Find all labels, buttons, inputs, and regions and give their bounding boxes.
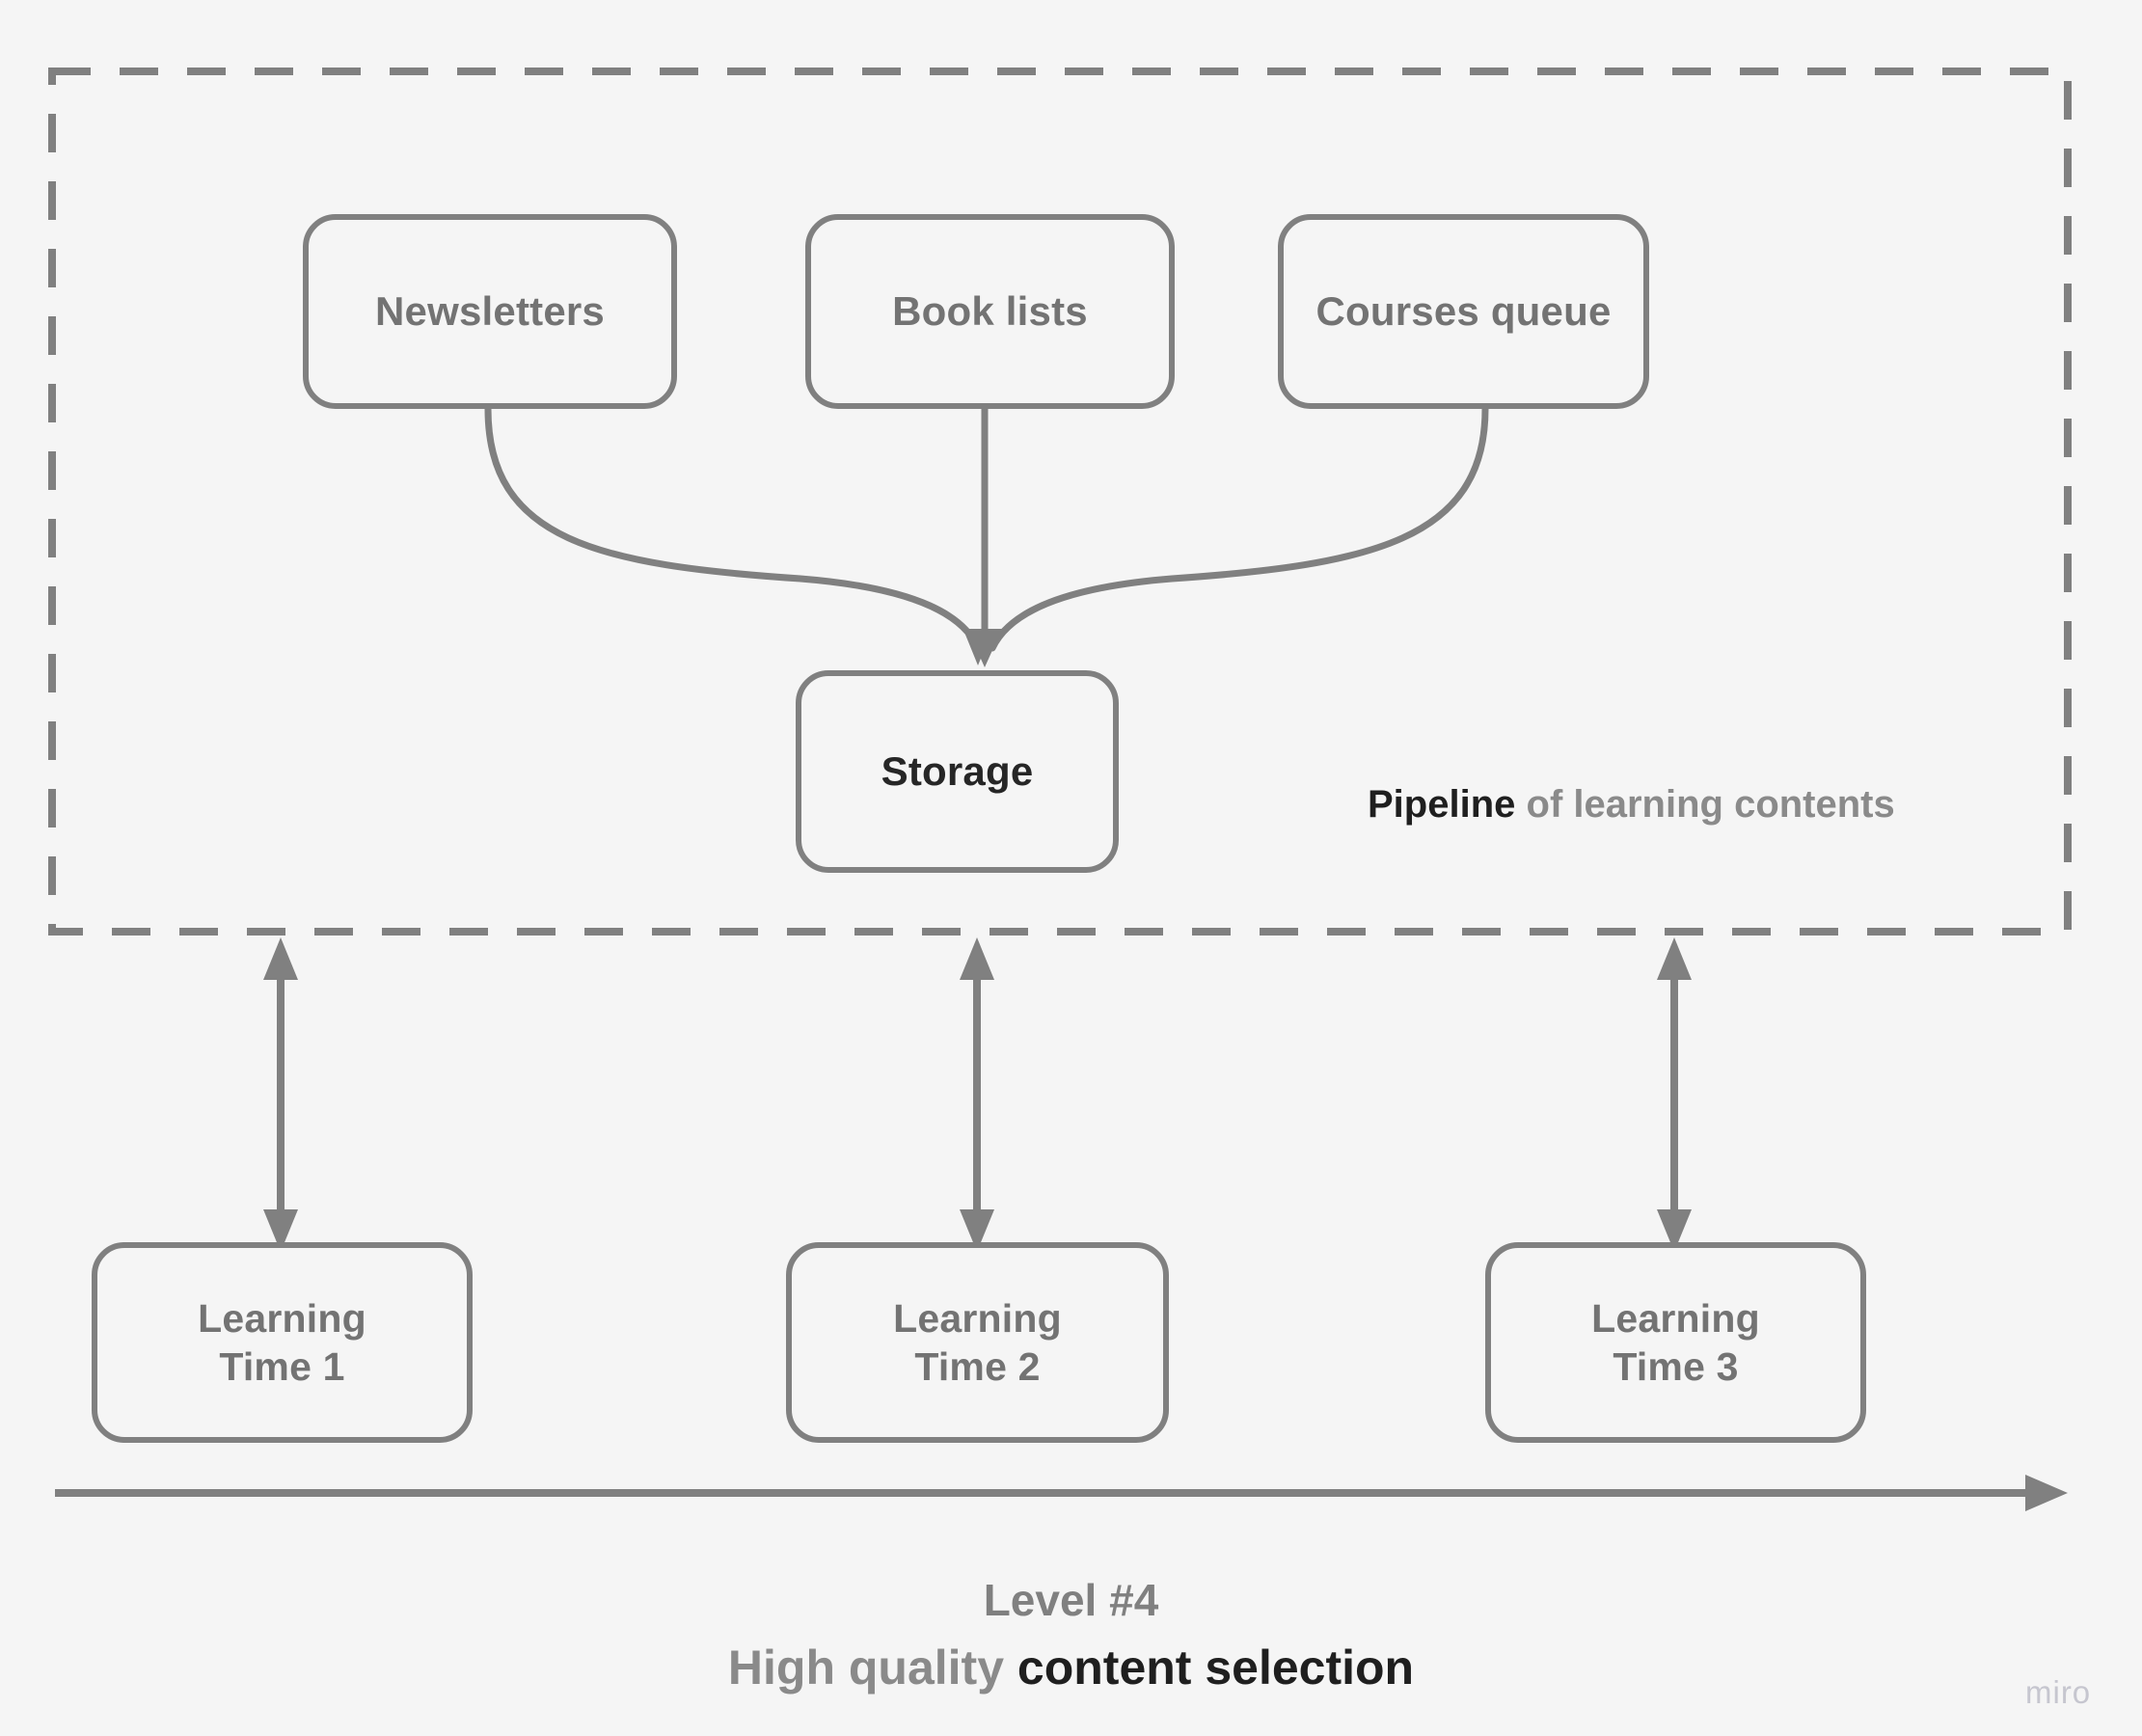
edge-coursesqueue-to-storage bbox=[989, 405, 1489, 652]
pipeline-caption-rest: of learning contents bbox=[1515, 783, 1895, 826]
footer-level-label: Level #4 bbox=[983, 1575, 1159, 1625]
node-book-lists[interactable]: Book lists bbox=[805, 214, 1175, 409]
pipeline-dashed-boundary bbox=[48, 68, 2072, 936]
node-learning-time-1[interactable]: Learning Time 1 bbox=[92, 1242, 473, 1443]
footer-subtitle: High quality content selection bbox=[0, 1637, 2142, 1699]
pipeline-caption: Pipeline of learning contents bbox=[1368, 783, 1895, 827]
node-learning-time-3[interactable]: Learning Time 3 bbox=[1485, 1242, 1866, 1443]
node-courses-queue[interactable]: Courses queue bbox=[1278, 214, 1649, 409]
double-arrow-learning-time-2 bbox=[960, 937, 994, 1252]
node-newsletters[interactable]: Newsletters bbox=[303, 214, 677, 409]
miro-watermark: miro bbox=[2025, 1674, 2092, 1710]
node-storage[interactable]: Storage bbox=[796, 670, 1119, 873]
node-newsletters-label: Newsletters bbox=[375, 287, 605, 334]
edge-booklists-arrowhead bbox=[967, 629, 1002, 667]
footer-caption: Level #4 High quality content selection bbox=[0, 1572, 2142, 1699]
pipeline-caption-strong: Pipeline bbox=[1368, 783, 1516, 826]
node-courses-queue-label: Courses queue bbox=[1315, 287, 1612, 334]
footer-subtitle-dark: content selection bbox=[1017, 1640, 1415, 1695]
edge-newsletters-to-storage bbox=[484, 405, 982, 652]
footer-subtitle-gray: High quality bbox=[727, 1640, 1017, 1695]
node-learning-time-3-label: Learning Time 3 bbox=[1591, 1295, 1760, 1389]
node-learning-time-1-label: Learning Time 1 bbox=[198, 1295, 366, 1389]
timeline-axis-arrow bbox=[55, 1475, 2068, 1511]
node-storage-label: Storage bbox=[881, 747, 1034, 794]
node-learning-time-2-label: Learning Time 2 bbox=[893, 1295, 1062, 1389]
node-book-lists-label: Book lists bbox=[892, 287, 1088, 334]
double-arrow-learning-time-1 bbox=[263, 937, 298, 1252]
double-arrow-learning-time-3 bbox=[1657, 937, 1692, 1252]
node-learning-time-2[interactable]: Learning Time 2 bbox=[786, 1242, 1169, 1443]
